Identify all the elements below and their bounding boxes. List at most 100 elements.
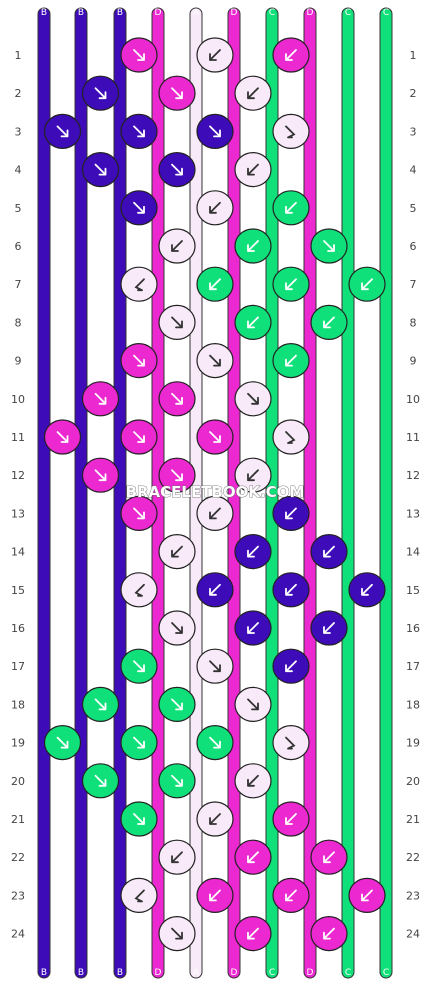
row-number-right: 11 — [406, 431, 420, 444]
knot — [348, 266, 386, 302]
row-number-left: 23 — [11, 889, 25, 902]
knot-arrow-icon — [94, 392, 107, 405]
knot-arrow-icon — [323, 545, 335, 558]
strand-label-top: C — [383, 8, 389, 18]
knot-arrow-icon — [247, 698, 259, 711]
knot-arrow-icon — [247, 316, 259, 329]
row-number-left: 21 — [11, 813, 25, 826]
knot — [196, 495, 234, 532]
row-number-right: 18 — [406, 698, 420, 711]
knot-arrow-icon — [209, 201, 221, 214]
knot — [120, 113, 158, 149]
knot-arrow-icon — [247, 774, 259, 787]
strand-label-top: B — [78, 8, 84, 18]
knot — [234, 686, 272, 723]
knot-arrow-icon — [56, 736, 69, 749]
strand-label-bottom: D — [231, 968, 238, 978]
knot-arrow-icon — [134, 583, 145, 597]
knot — [81, 763, 120, 799]
knot-arrow-icon — [133, 736, 145, 749]
row-number-right: 3 — [410, 125, 417, 138]
knot — [158, 304, 196, 340]
knot-arrow-icon — [133, 201, 145, 214]
knot-arrow-icon — [285, 813, 297, 825]
knot-arrow-icon — [285, 125, 296, 139]
knot-arrow-icon — [133, 813, 145, 825]
row-number-left: 6 — [15, 240, 22, 253]
knot-arrow-icon — [134, 889, 145, 903]
knot — [81, 75, 120, 111]
knot — [272, 419, 310, 455]
knot — [43, 419, 82, 455]
knot-arrow-icon — [247, 87, 259, 100]
strand-label-top: D — [231, 8, 238, 18]
knot-arrow-icon — [94, 163, 107, 176]
knot — [120, 190, 158, 226]
knot — [81, 686, 120, 723]
knot — [234, 228, 272, 264]
knot — [120, 648, 158, 684]
row-number-right: 4 — [410, 164, 417, 177]
strand-label-bottom: C — [345, 968, 351, 978]
row-number-left: 22 — [11, 851, 25, 864]
row-number-right: 22 — [406, 851, 420, 864]
row-number-left: 15 — [11, 584, 25, 597]
row-number-left: 5 — [15, 202, 22, 215]
knot-arrow-icon — [209, 49, 221, 61]
row-number-right: 5 — [410, 202, 417, 215]
knot-arrow-icon — [361, 278, 373, 291]
knot-arrow-icon — [171, 545, 183, 558]
strand-label-bottom: A — [193, 968, 200, 978]
row-number-right: 12 — [406, 469, 420, 482]
knot-arrow-icon — [171, 469, 183, 482]
row-number-right: 9 — [410, 355, 417, 368]
knot — [158, 915, 196, 952]
knot — [234, 304, 272, 340]
row-number-left: 12 — [11, 469, 25, 482]
knot-arrow-icon — [171, 774, 183, 787]
knot-arrow-icon — [171, 698, 183, 711]
knot-arrow-icon — [133, 507, 145, 520]
knot — [158, 457, 196, 493]
knot — [234, 457, 272, 493]
knot-arrow-icon — [323, 927, 335, 940]
knot — [272, 343, 310, 379]
knot-arrow-icon — [56, 125, 69, 138]
knot — [43, 724, 82, 761]
row-number-left: 2 — [15, 87, 22, 100]
knot-arrow-icon — [134, 278, 145, 292]
knot — [196, 572, 234, 608]
strand-label-top: B — [117, 8, 123, 18]
knot-arrow-icon — [247, 469, 259, 482]
row-number-right: 20 — [406, 775, 420, 788]
knot-arrow-icon — [171, 240, 183, 252]
knot — [272, 648, 310, 684]
knot — [158, 381, 196, 417]
knot — [196, 419, 234, 455]
row-number-left: 10 — [11, 393, 25, 406]
row-number-right: 19 — [406, 737, 420, 750]
knot-arrow-icon — [209, 431, 221, 443]
knot-arrow-icon — [209, 507, 221, 520]
knot-arrow-icon — [285, 354, 297, 367]
knot-arrow-icon — [133, 125, 145, 138]
knot — [310, 915, 348, 952]
knot-arrow-icon — [171, 392, 183, 405]
knot — [120, 37, 158, 73]
row-number-left: 17 — [11, 660, 25, 673]
row-number-right: 10 — [406, 393, 420, 406]
knot-arrow-icon — [247, 163, 259, 176]
knot — [272, 266, 310, 302]
knot-arrow-icon — [133, 660, 145, 673]
strand-label-top: A — [193, 8, 200, 18]
knot — [196, 266, 234, 302]
strand-label-bottom: C — [269, 968, 275, 978]
knot — [158, 533, 196, 570]
knot-arrow-icon — [285, 201, 297, 214]
strand-label-top: D — [155, 8, 162, 18]
knot — [234, 152, 272, 188]
knot — [272, 190, 310, 226]
